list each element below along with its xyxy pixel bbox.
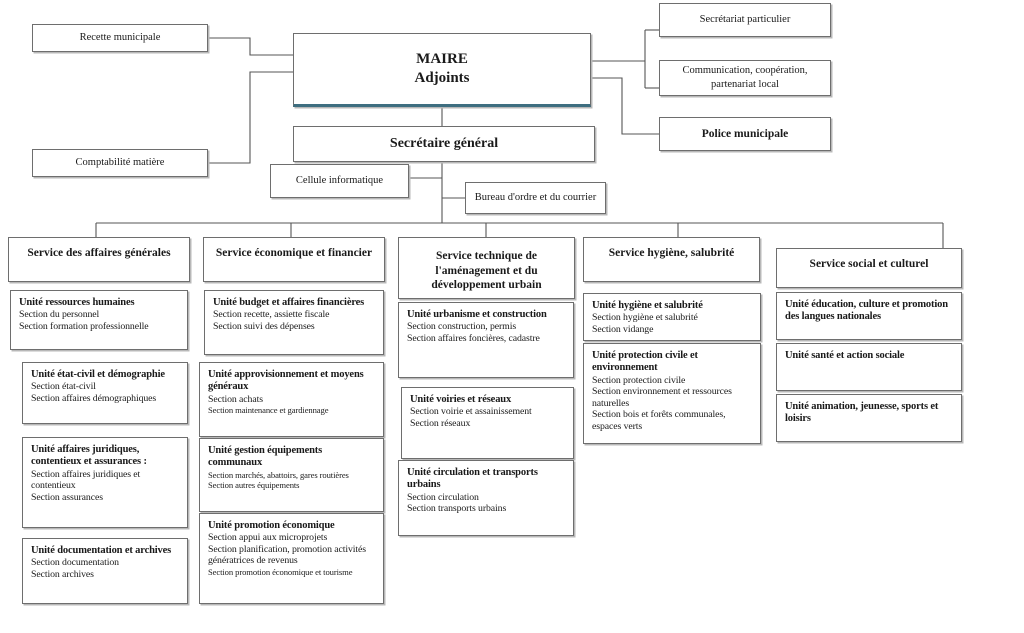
service-label: Service technique de l'aménagement et du… — [431, 250, 542, 292]
unit-section: Section circulation — [407, 491, 479, 503]
unit-title: Unité animation, jeunesse, sports et loi… — [785, 401, 939, 425]
unit-box[interactable]: Unité santé et action sociale — [776, 343, 962, 391]
unit-box[interactable]: Unité éducation, culture et promotion de… — [776, 292, 962, 340]
maire-labels: MAIRE Adjoints — [414, 50, 469, 88]
bureau-ordre-courrier-box[interactable]: Bureau d'ordre et du courrier — [465, 182, 606, 214]
police-municipale-box[interactable]: Police municipale — [659, 117, 831, 151]
unit-box[interactable]: Unité voiries et réseaux Section voirie … — [401, 387, 574, 459]
unit-section: Section affaires juridiques et contentie… — [31, 468, 141, 492]
service-header-economique-financier[interactable]: Service économique et financier — [203, 237, 385, 282]
comptabilite-matiere-label: Comptabilité matière — [75, 157, 165, 169]
unit-section: Section appui aux microprojets — [208, 532, 328, 544]
unit-box[interactable]: Unité approvisionnement et moyens généra… — [199, 362, 384, 437]
unit-section: Section autres équipements — [208, 479, 300, 490]
unit-section: Section voirie et assainissement — [410, 406, 532, 418]
adjoints-label: Adjoints — [414, 69, 470, 86]
unit-section: Section environnement et ressources natu… — [592, 386, 732, 409]
service-label: Service des affaires générales — [27, 247, 171, 259]
unit-title: Unité circulation et transports urbains — [407, 467, 538, 491]
unit-section: Section réseaux — [410, 417, 471, 429]
unit-section: Section archives — [31, 568, 94, 580]
secretaire-general-box[interactable]: Secrétaire général — [293, 126, 595, 162]
service-header-hygiene-salubrite[interactable]: Service hygiène, salubrité — [583, 237, 760, 282]
unit-section: Section maintenance et gardiennage — [208, 405, 329, 416]
service-header-affaires-generales[interactable]: Service des affaires générales — [8, 237, 190, 282]
unit-box[interactable]: Unité animation, jeunesse, sports et loi… — [776, 394, 962, 442]
unit-box[interactable]: Unité promotion économique Section appui… — [199, 513, 384, 604]
unit-section: Section planification, promotion activit… — [208, 543, 366, 567]
service-label: Service économique et financier — [215, 247, 373, 259]
unit-section: Section achats — [208, 393, 263, 405]
unit-section: Section construction, permis — [407, 321, 517, 333]
unit-box[interactable]: Unité urbanisme et construction Section … — [398, 302, 574, 378]
unit-section: Section du personnel — [19, 309, 100, 321]
secretariat-particulier-box[interactable]: Secrétariat particulier — [659, 3, 831, 37]
unit-box[interactable]: Unité circulation et transports urbains … — [398, 460, 574, 536]
maire-label: MAIRE — [416, 51, 468, 67]
unit-section: Section recette, assiette fiscale — [213, 309, 330, 321]
unit-box[interactable]: Unité budget et affaires financières Sec… — [204, 290, 384, 355]
unit-section: Section vidange — [592, 323, 654, 335]
unit-title: Unité gestion équipements communaux — [208, 445, 323, 469]
unit-section: Section promotion économique et tourisme — [208, 567, 353, 578]
recette-municipale-box[interactable]: Recette municipale — [32, 24, 208, 52]
recette-municipale-label: Recette municipale — [79, 32, 161, 44]
unit-section: Section marchés, abattoirs, gares routiè… — [208, 469, 349, 480]
police-municipale-label: Police municipale — [701, 128, 789, 140]
unit-section: Section documentation — [31, 557, 119, 569]
unit-title: Unité voiries et réseaux — [410, 394, 512, 405]
unit-title: Unité documentation et archives — [31, 545, 172, 556]
bureau-ordre-courrier-label: Bureau d'ordre et du courrier — [474, 192, 597, 204]
unit-title: Unité affaires juridiques, contentieux e… — [31, 444, 147, 468]
service-label: Service hygiène, salubrité — [608, 247, 735, 259]
unit-box[interactable]: Unité affaires juridiques, contentieux e… — [22, 437, 188, 528]
unit-title: Unité état-civil et démographie — [31, 369, 165, 380]
unit-section: Section assurances — [31, 491, 103, 503]
service-header-technique[interactable]: Service technique de l'aménagement et du… — [398, 237, 575, 299]
unit-title: Unité approvisionnement et moyens généra… — [208, 369, 364, 393]
unit-section: Section hygiène et salubrité — [592, 312, 698, 324]
unit-section: Section affaires foncières, cadastre — [407, 332, 540, 344]
maire-adjoints-box[interactable]: MAIRE Adjoints — [293, 33, 591, 107]
service-label: Service social et culturel — [809, 258, 929, 270]
unit-title: Unité ressources humaines — [19, 297, 135, 308]
unit-section: Section suivi des dépenses — [213, 320, 315, 332]
communication-box[interactable]: Communication, coopération, partenariat … — [659, 60, 831, 96]
unit-box[interactable]: Unité ressources humaines Section du per… — [10, 290, 188, 350]
service-header-social-culturel[interactable]: Service social et culturel — [776, 248, 962, 288]
unit-section: Section état-civil — [31, 381, 96, 393]
unit-section: Section formation professionnelle — [19, 320, 149, 332]
communication-label: Communication, coopération, partenariat … — [682, 65, 808, 90]
cellule-informatique-label: Cellule informatique — [295, 175, 384, 187]
unit-box[interactable]: Unité protection civile et environnement… — [583, 343, 761, 444]
unit-title: Unité promotion économique — [208, 520, 335, 531]
unit-title: Unité protection civile et environnement — [592, 350, 698, 374]
secretariat-particulier-label: Secrétariat particulier — [699, 14, 791, 26]
secretaire-general-label: Secrétaire général — [389, 136, 499, 151]
unit-box[interactable]: Unité hygiène et salubrité Section hygiè… — [583, 293, 761, 341]
unit-box[interactable]: Unité état-civil et démographie Section … — [22, 362, 188, 424]
unit-title: Unité éducation, culture et promotion de… — [785, 299, 948, 323]
unit-section: Section transports urbains — [407, 503, 507, 515]
comptabilite-matiere-box[interactable]: Comptabilité matière — [32, 149, 208, 177]
unit-section: Section affaires démographiques — [31, 392, 157, 404]
unit-title: Unité urbanisme et construction — [407, 309, 547, 320]
unit-title: Unité hygiène et salubrité — [592, 300, 703, 311]
cellule-informatique-box[interactable]: Cellule informatique — [270, 164, 409, 198]
unit-title: Unité budget et affaires financières — [213, 297, 365, 308]
unit-title: Unité santé et action sociale — [785, 350, 905, 361]
unit-section: Section bois et forêts communales, espac… — [592, 409, 726, 432]
unit-section: Section protection civile — [592, 374, 686, 386]
unit-box[interactable]: Unité documentation et archives Section … — [22, 538, 188, 604]
unit-box[interactable]: Unité gestion équipements communaux Sect… — [199, 438, 384, 512]
